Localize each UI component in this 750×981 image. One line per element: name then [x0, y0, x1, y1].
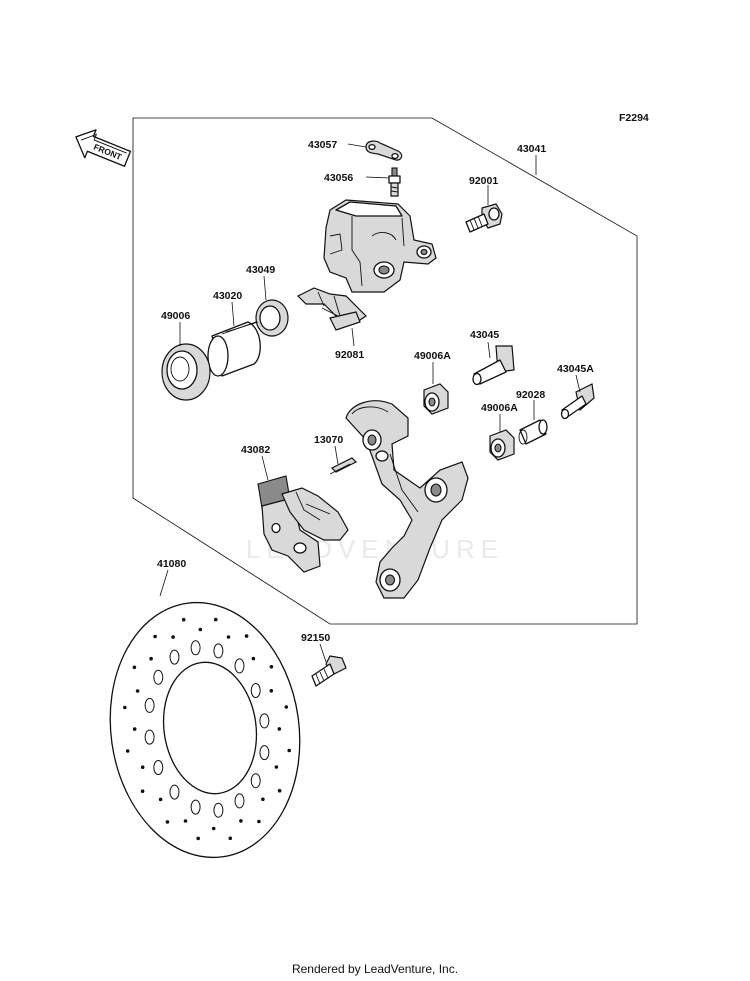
- disc-hole: [144, 729, 155, 745]
- disc-hole: [153, 760, 164, 775]
- disc-hole: [190, 640, 201, 656]
- disc-drill-dot: [261, 797, 265, 802]
- disc-hole: [259, 745, 270, 761]
- leader-43045A: [575, 374, 581, 393]
- disc-hole: [169, 649, 180, 665]
- disc-drill-dot: [277, 727, 282, 731]
- disc-drill-dot: [158, 797, 163, 802]
- part-43045-pin: [472, 345, 515, 386]
- part-92150-bolt: [311, 655, 347, 687]
- callout-43045: 43045: [470, 329, 499, 341]
- disc-drill-dot: [165, 820, 170, 824]
- callout-43082: 43082: [241, 444, 270, 456]
- callout-13070: 13070: [314, 434, 343, 446]
- callout-92001: 92001: [469, 175, 498, 187]
- callout-49006A-2: 49006A: [481, 402, 518, 414]
- disc-drill-dot: [226, 635, 231, 639]
- disc-drill-dot: [228, 836, 233, 841]
- disc-hole: [250, 683, 261, 698]
- disc-drill-dot: [132, 665, 137, 670]
- part-13070-clip: [329, 457, 358, 475]
- disc-hole: [213, 802, 224, 818]
- part-41080-brake-disc: [109, 601, 301, 859]
- disc-drill-dot: [149, 656, 153, 661]
- disc-drill-dot: [171, 635, 175, 639]
- part-caliper-body: [323, 199, 437, 293]
- disc-hole: [144, 697, 155, 713]
- disc-drill-dot: [132, 727, 137, 731]
- disc-drill-dot: [125, 749, 130, 753]
- disc-drill-dot: [196, 836, 200, 841]
- disc-hole: [169, 784, 180, 800]
- disc-hole: [250, 773, 261, 789]
- figure-code: F2294: [619, 112, 649, 124]
- footer-credit: Rendered by LeadVenture, Inc.: [291, 962, 459, 976]
- disc-drill-dot: [140, 765, 145, 769]
- disc-drill-dot: [211, 826, 216, 831]
- disc-hole: [259, 713, 270, 729]
- part-43049-seal: [255, 299, 289, 337]
- disc-drill-dot: [251, 656, 256, 661]
- part-43082-brake-pads: [257, 475, 349, 573]
- disc-hole: [234, 658, 245, 674]
- part-43057-plate: [365, 140, 403, 161]
- leader-92081: [351, 327, 355, 347]
- part-43020-piston: [207, 321, 261, 377]
- disc-drill-dot: [274, 765, 279, 769]
- disc-drill-dot: [277, 788, 282, 793]
- part-49006-dust-seal: [161, 343, 211, 401]
- callout-43020: 43020: [213, 290, 242, 302]
- part-49006A-boot-lower: [489, 429, 515, 461]
- callout-41080: 41080: [157, 558, 186, 570]
- assembly-outline: [132, 117, 638, 625]
- part-43056-bleeder: [388, 167, 401, 197]
- callout-92028: 92028: [516, 389, 545, 401]
- disc-hole: [153, 669, 164, 685]
- leader-43049: [263, 275, 267, 301]
- callout-92081: 92081: [335, 349, 364, 361]
- leader-13070: [334, 445, 339, 465]
- callout-43049: 43049: [246, 264, 275, 276]
- disc-drill-dot: [239, 819, 243, 823]
- disc-drill-dot: [123, 705, 127, 710]
- leader-41080: [159, 569, 169, 597]
- disc-drill-dot: [284, 705, 289, 709]
- disc-hole: [213, 643, 224, 659]
- callout-43041: 43041: [517, 143, 546, 155]
- disc-drill-dot: [198, 627, 203, 632]
- disc-drill-dot: [257, 819, 261, 824]
- part-92001-bolt: [465, 203, 503, 233]
- leader-92150: [319, 643, 327, 663]
- disc-drill-dot: [153, 634, 157, 639]
- disc-drill-dot: [140, 789, 145, 793]
- leader-43056: [365, 176, 390, 179]
- disc-drill-dot: [269, 689, 274, 693]
- part-43045A-pin: [560, 383, 595, 420]
- part-92028-sleeve: [518, 419, 548, 445]
- disc-drill-dot: [183, 819, 188, 823]
- disc-drill-dot: [244, 634, 249, 638]
- callout-92150: 92150: [301, 632, 330, 644]
- disc-drill-dot: [181, 617, 186, 622]
- callout-49006: 49006: [161, 310, 190, 322]
- leader-43045: [487, 341, 491, 359]
- callout-43056: 43056: [324, 172, 353, 184]
- disc-hole: [234, 793, 245, 809]
- disc-drill-dot: [269, 665, 274, 669]
- leader-43057: [347, 143, 367, 148]
- disc-drill-dot: [287, 748, 292, 753]
- leader-43082: [261, 455, 269, 481]
- front-arrow-icon: FRONT: [75, 129, 132, 167]
- callout-43057: 43057: [308, 139, 337, 151]
- part-92081-spring: [296, 287, 367, 331]
- disc-drill-dot: [214, 617, 218, 622]
- disc-hole: [190, 799, 201, 815]
- part-caliper-bracket: [345, 400, 469, 599]
- disc-drill-dot: [135, 689, 140, 693]
- callout-43045A: 43045A: [557, 363, 594, 375]
- callout-49006A-1: 49006A: [414, 350, 451, 362]
- part-49006A-boot-upper: [423, 383, 449, 415]
- leader-43020: [231, 301, 235, 327]
